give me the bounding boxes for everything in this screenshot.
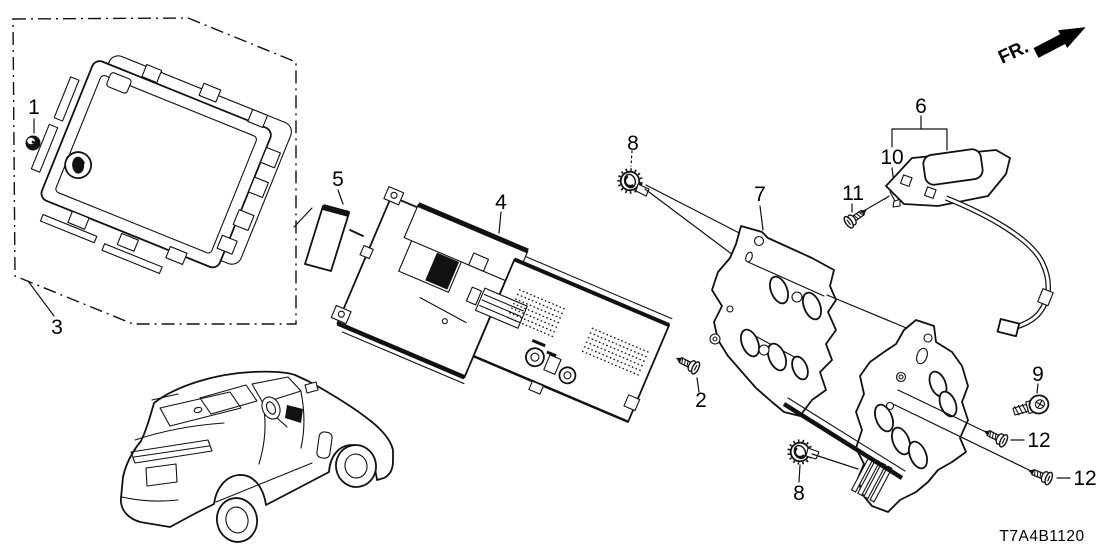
side-bracket-left-drawing <box>709 225 837 417</box>
leader-9 <box>1036 383 1039 394</box>
callout-8-top: 8 <box>627 132 639 155</box>
cable-ferrule <box>1037 288 1054 307</box>
connector-fingers <box>850 455 893 503</box>
leader-5 <box>337 189 344 205</box>
gps-antenna-drawing <box>885 148 1054 338</box>
screw-2-drawing <box>672 351 702 376</box>
callout-9: 9 <box>1032 363 1044 386</box>
bolt-9-drawing <box>1012 394 1050 416</box>
quarter-window <box>199 384 258 415</box>
roof-antenna-fin <box>193 406 203 414</box>
callout-8-bottom: 8 <box>793 482 805 505</box>
screw-11-drawing <box>841 203 872 231</box>
front-direction-label: FR. <box>995 37 1032 69</box>
radio-location-highlight <box>285 405 303 423</box>
front-seat <box>316 431 333 459</box>
leader-11-to-10 <box>859 197 887 214</box>
audio-unit-drawing <box>330 186 673 423</box>
display-unit-drawing <box>30 55 292 275</box>
bracket-link-line <box>826 294 917 333</box>
leader-8-bot-a <box>811 453 859 470</box>
callout-6: 6 <box>915 95 927 118</box>
leader-12-upper-line <box>897 389 989 434</box>
rear-wiper <box>151 393 179 401</box>
callout-2: 2 <box>695 389 707 412</box>
leader-3 <box>27 280 55 317</box>
leader-8a <box>645 184 750 239</box>
screw-12-upper-drawing <box>980 424 1010 449</box>
side-bracket-right-drawing <box>782 319 969 513</box>
steering-wheel <box>261 396 281 420</box>
callout-11: 11 <box>842 182 864 205</box>
leader-8b <box>644 188 738 259</box>
grommet-bottom-tab <box>805 447 820 460</box>
knob-part-drawing <box>25 135 41 151</box>
cable-connector <box>996 318 1021 338</box>
mounting-rail <box>782 402 904 480</box>
display-unit-boundary-box <box>12 17 313 325</box>
bracket-card-drawing <box>304 204 364 272</box>
rear-window <box>159 391 242 427</box>
front-direction-indicator: FR. <box>995 27 1086 69</box>
side-mirror <box>304 381 319 394</box>
front-arrow-icon <box>1033 27 1086 58</box>
grommet-top-tab <box>635 183 650 197</box>
leader-8-bot <box>798 464 801 483</box>
leader-4 <box>498 211 502 234</box>
leader-6-bracket <box>891 115 948 151</box>
license-plate <box>145 463 178 487</box>
callout-4: 4 <box>495 191 507 214</box>
door-window <box>251 376 302 404</box>
vehicle-rear-view-drawing <box>120 370 394 543</box>
callout-10: 10 <box>880 146 903 169</box>
leader-7 <box>759 205 764 231</box>
callout-3: 3 <box>51 316 63 339</box>
taillight-band <box>130 439 213 464</box>
callout-5: 5 <box>332 168 344 191</box>
callout-7: 7 <box>754 183 766 206</box>
callout-12-upper: 12 <box>1027 429 1050 452</box>
callout-12-lower: 12 <box>1073 467 1096 490</box>
leader-12-lower-line <box>892 403 1032 472</box>
leader-2 <box>696 377 700 393</box>
heatsink-texture <box>507 289 651 377</box>
diagram-code: T7A4B1120 <box>999 528 1084 545</box>
screw-12-lower-drawing <box>1025 463 1055 487</box>
callout-1: 1 <box>28 96 40 119</box>
